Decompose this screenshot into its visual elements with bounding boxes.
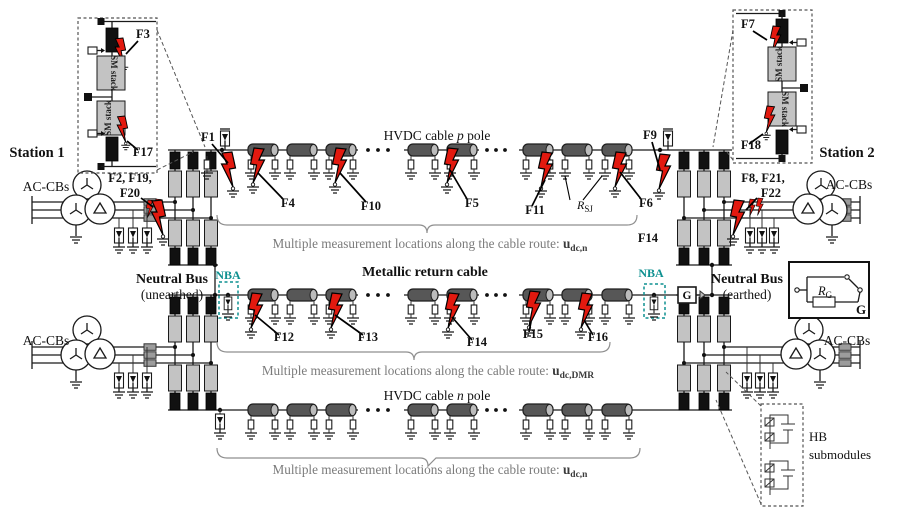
fault-label-f14: F14 [467,335,488,349]
p-pole-title: HVDC cable p pole [384,128,491,143]
ac-side-station2-lower [684,316,861,399]
fault-bolt-f6 [609,152,627,197]
fault-bolt-f14 [442,293,460,338]
nba-right-label: NBA [638,266,664,280]
converter-station2-lower [676,294,732,411]
sm-stack-label: SM stack [103,100,113,136]
surge-arrester-icon [214,413,226,434]
fault-label-f2-f19: F2, F19, [108,171,151,185]
bypass-switch-icon [87,46,106,55]
surge-arrester-icon [127,227,139,248]
neutral-bus-right-line1: Neutral Bus [711,272,784,287]
bypass-switch-icon [788,38,807,47]
nba-right [643,283,666,321]
fault-label-f1: F1 [201,130,215,144]
fault-label-f12: F12 [274,330,294,344]
station2-sm-stack-detail: SM stack SM stack [712,9,813,164]
neutral-bus-left-line2: (unearthed) [141,287,203,302]
fault-label-f11: F11 [525,203,544,217]
station2-label: Station 2 [819,145,874,161]
nba-left-label: NBA [215,268,241,282]
fault-label-f3: F3 [136,27,150,41]
fault-label-f16: F16 [588,330,608,344]
converter-station2-upper [676,149,732,266]
ac-cbs-label-s2-upper: AC-CBs [826,177,873,192]
measurement-note-dmr: Multiple measurement locations along the… [262,363,594,381]
fault-leader-lines [140,141,758,341]
half-bridge-submodule-icon [764,460,796,496]
surge-arrester-icon [141,227,153,248]
surge-arrester-icon [219,130,231,151]
fault-bolt-f12 [245,293,263,338]
fault-label-f7: F7 [741,17,755,31]
rg-g-label: G [856,302,866,317]
n-pole-title: HVDC cable n pole [384,388,491,403]
fault-label-f6: F6 [639,196,653,210]
sm-stack-label: SM stack [774,46,784,82]
fault-label-rsj: RSJ [576,198,593,214]
fault-label-f17: F17 [133,145,153,159]
cable-segments-and-measurement-points [201,143,635,439]
fault-bolt-f9 [653,154,671,199]
nba-left [218,281,239,321]
fault-label-f5: F5 [465,196,479,210]
measurement-note-n: Multiple measurement locations along the… [273,462,589,480]
half-bridge-submodule-icon [764,414,796,450]
fault-label-f13: F13 [358,330,378,344]
ac-cbs-label-s1-upper: AC-CBs [23,179,70,194]
junction-dots [173,147,726,413]
pole-arresters [213,128,674,440]
rg-label: RG [817,284,833,300]
measurement-braces [216,214,641,468]
fault-bolt-f20 [152,200,170,245]
station1-sm-stack-detail: SM stack SM stack [77,17,206,174]
transformer-icon [61,316,115,388]
fault-bolt-f11 [535,152,553,197]
sm-stack-label: SM stack [780,91,790,127]
station1-label: Station 1 [9,145,64,161]
surge-arrester-icon [662,130,674,151]
ac-cbs-label-s2-lower: AC-CBs [824,333,871,348]
switch-icon [848,278,859,289]
bypass-switch-icon [788,125,807,134]
fault-label-f9: F9 [643,128,657,142]
g-box-label: G [683,290,692,302]
hb-label-line2: submodules [809,447,871,462]
fault-label-f18: F18 [741,138,761,152]
fault-label-f22: F22 [761,186,781,200]
sm-stack-label: SM stack [109,55,119,91]
surge-arrester-icon [113,227,125,248]
converter-station1-lower [167,294,219,411]
hb-submodules-detail: HB submodules [715,371,871,507]
neutral-bus-left-line1: Neutral Bus [136,272,209,287]
measurement-note-p: Multiple measurement locations along the… [273,236,589,254]
transformer-icon [781,316,835,388]
hb-label-line1: HB [809,429,827,444]
fault-label-f4: F4 [281,196,296,210]
ac-side-station2-upper [684,171,861,254]
ac-side-station1-lower [31,316,211,399]
rg-detail-box: RG G [788,261,870,319]
neutral-bus-right-line2: (earthed) [723,287,772,302]
fault-label-f10: F10 [361,199,381,213]
fault-label-f14-side: F14 [638,231,659,245]
fault-label-f20: F20 [120,186,140,200]
dmr-title: Metallic return cable [362,265,488,280]
fault-label-f15: F15 [523,327,543,341]
fault-labels: F1 F3 F17 F2, F19, F20 F4 F10 F5 F11 RSJ… [108,17,784,349]
ac-cbs-label-s1-lower: AC-CBs [23,333,70,348]
earth-arrow-icon [699,289,706,301]
g-box: G [677,286,712,304]
fault-label-f8-f21: F8, F21, [741,171,784,185]
